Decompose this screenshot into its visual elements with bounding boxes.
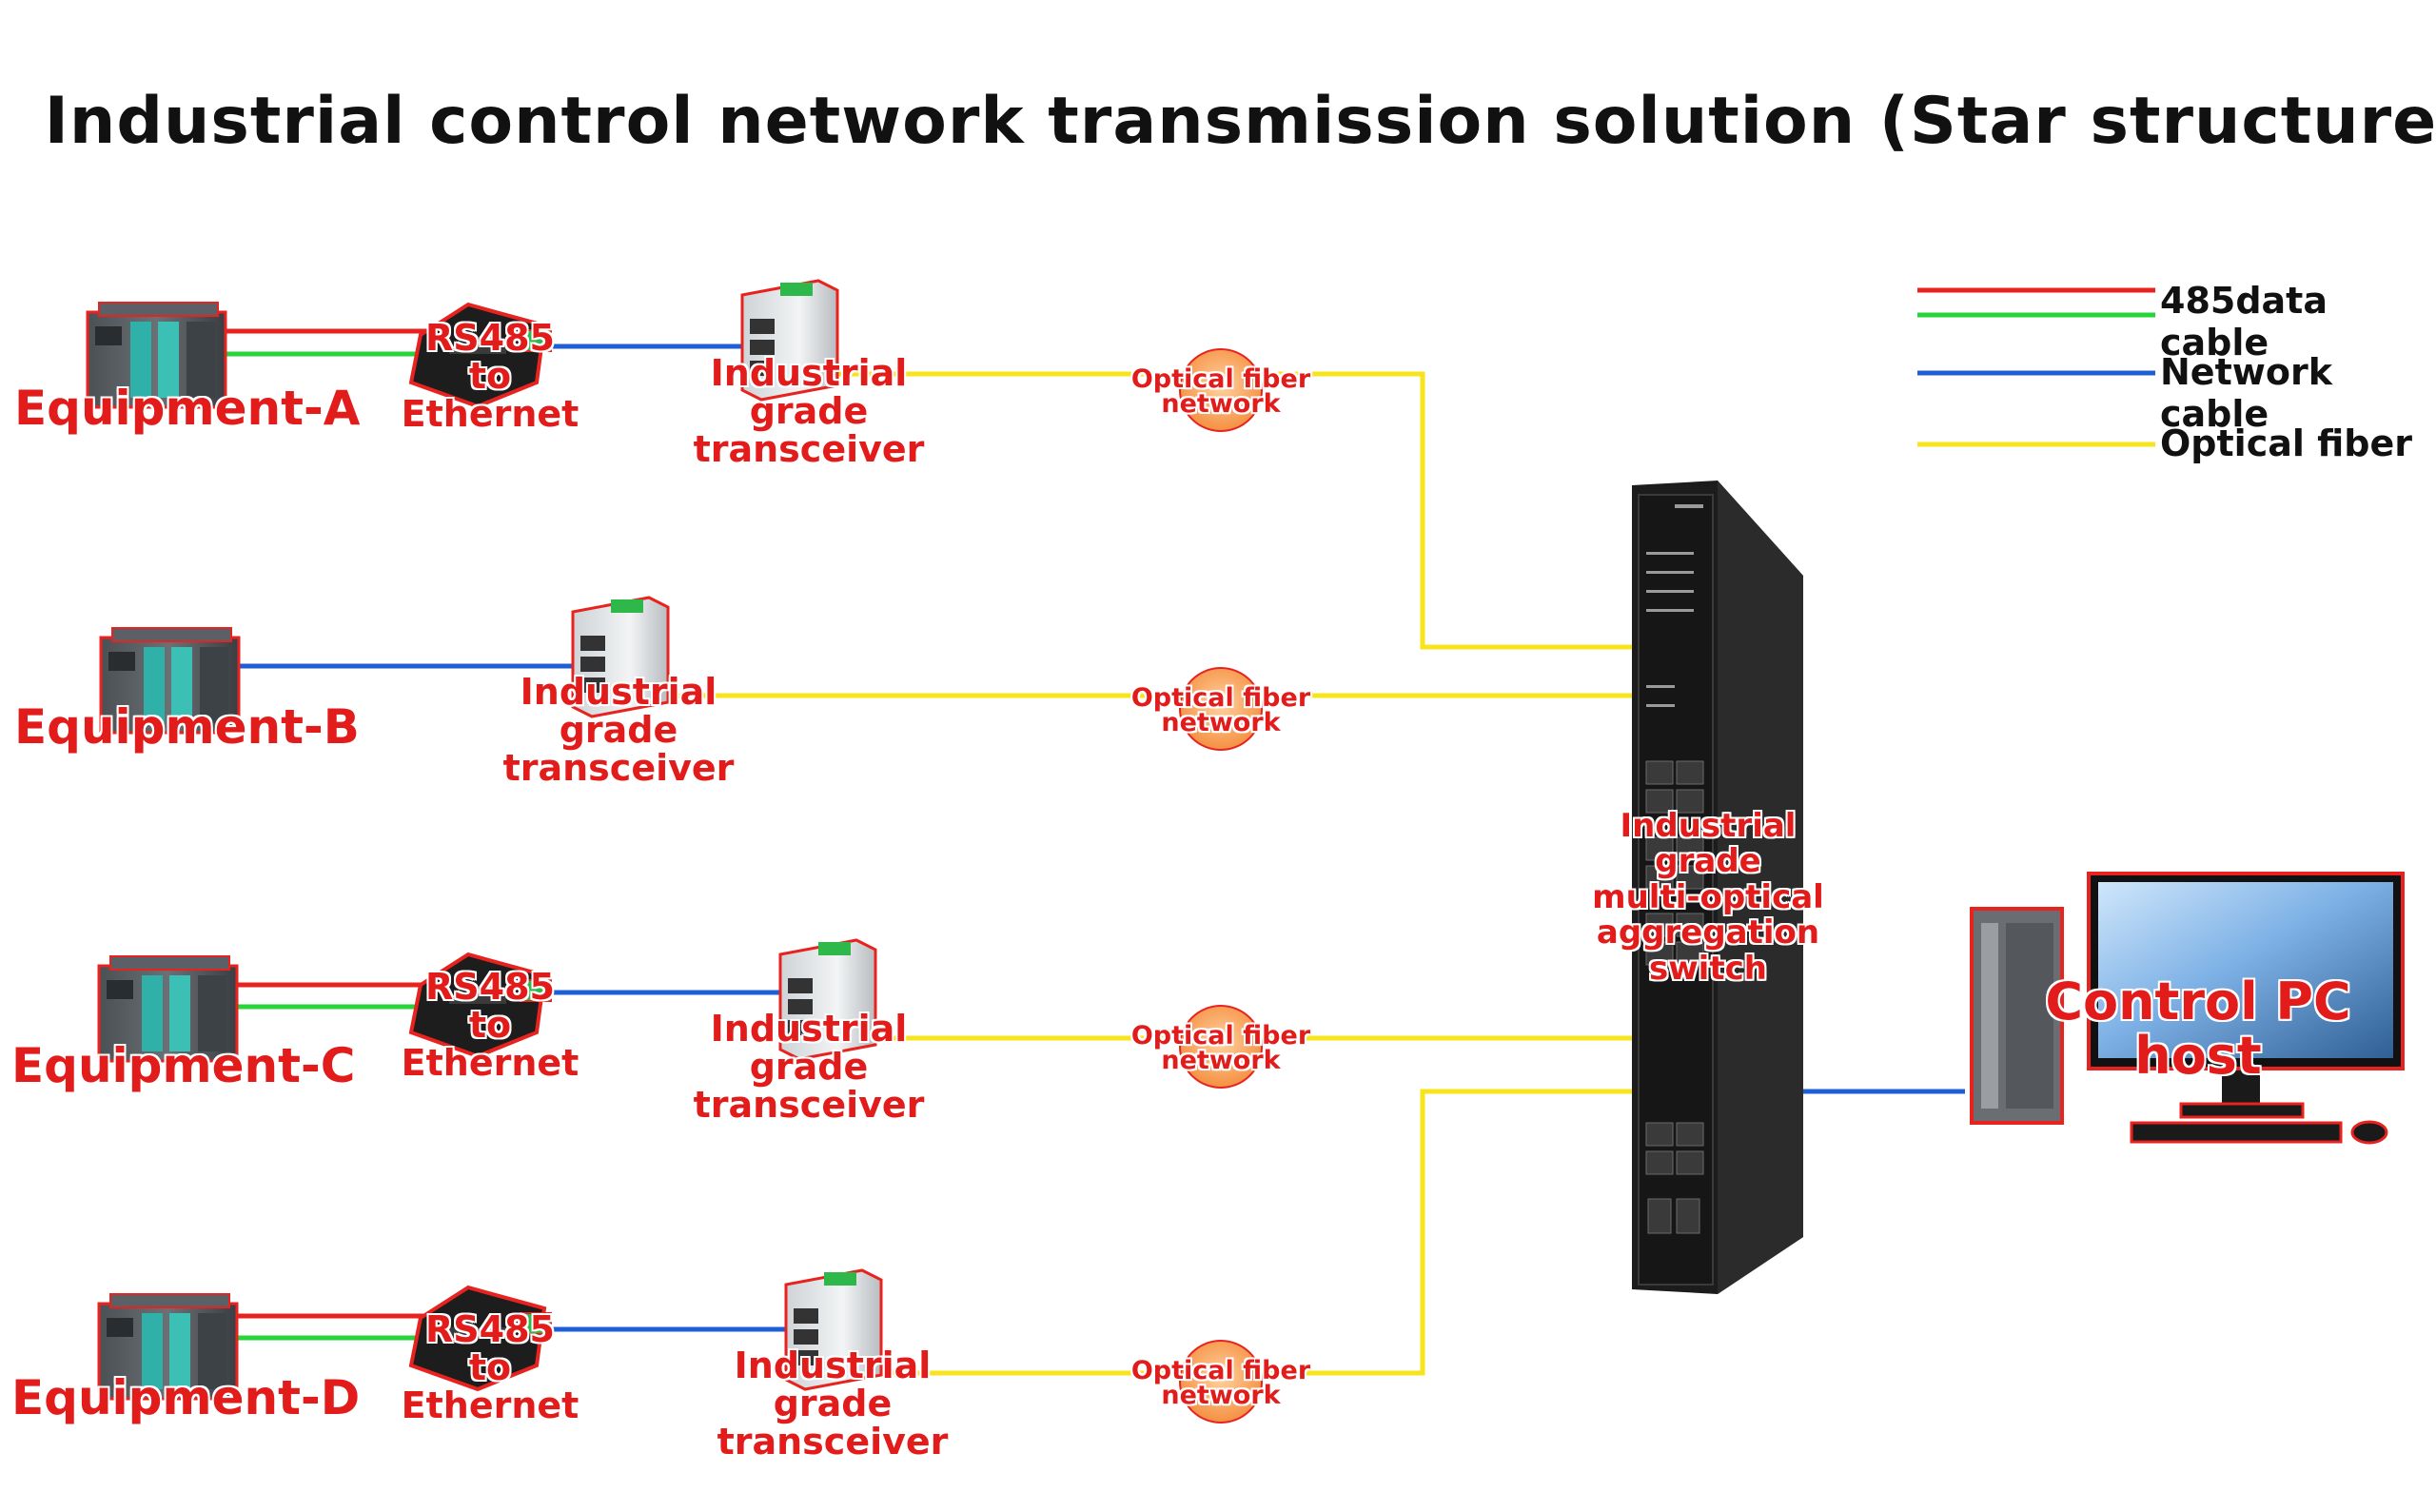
converter-a-line-1: RS485 — [425, 317, 555, 359]
converter-a-label: RS485 to Ethernet — [381, 317, 599, 435]
transceiver-icon-a — [740, 279, 839, 402]
transceiver-d-line-2: grade transceiver — [717, 1382, 949, 1463]
switch-label-line-4: aggregation switch — [1596, 913, 1820, 988]
plc-icon-a — [86, 302, 227, 409]
fiber-label-d-line-2: network — [1161, 1380, 1281, 1410]
transceiver-c-label: Industrial grade transceiver — [633, 1008, 985, 1126]
switch-label-line-3: multi-optical — [1592, 877, 1824, 916]
fiber-label-c: Optical fiber network — [1121, 1021, 1321, 1075]
fiber-cable-a — [837, 371, 1632, 650]
legend-lines — [1917, 287, 2155, 447]
transceiver-d-label: Industrial grade transceiver — [657, 1345, 1009, 1463]
transceiver-b-label: Industrial grade transceiver — [442, 671, 795, 789]
converter-a-line-2: to Ethernet — [401, 354, 580, 435]
converter-c-line-2: to Ethernet — [401, 1003, 580, 1084]
fiber-label-d-line-1: Optical fiber — [1130, 1356, 1311, 1385]
transceiver-b-line-1: Industrial — [520, 671, 717, 713]
cables-row-d — [238, 1089, 1632, 1376]
transceiver-icon-c — [778, 938, 877, 1061]
fiber-label-b-line-2: network — [1161, 707, 1281, 737]
equipment-a-label: Equipment-A — [14, 381, 361, 436]
rs485-converter-icon-c — [408, 952, 552, 1059]
transceiver-c-line-1: Industrial — [710, 1008, 908, 1050]
fiber-label-c-line-2: network — [1161, 1045, 1281, 1075]
fiber-label-c-line-1: Optical fiber — [1130, 1021, 1311, 1051]
transceiver-d-line-1: Industrial — [734, 1345, 932, 1386]
converter-d-line-2: to Ethernet — [401, 1345, 580, 1426]
cables-row-a — [224, 328, 1632, 650]
optical-fiber-node-a — [1179, 348, 1263, 432]
fiber-label-b-line-1: Optical fiber — [1130, 683, 1311, 713]
optical-fiber-node-c — [1179, 1005, 1263, 1089]
switch-label-line-2: grade — [1655, 842, 1761, 881]
converter-d-label: RS485 to Ethernet — [381, 1308, 599, 1426]
equipment-b-label: Equipment-B — [14, 699, 360, 755]
transceiver-a-line-1: Industrial — [710, 352, 908, 394]
equipment-c-label: Equipment-C — [11, 1038, 356, 1093]
equipment-d-label: Equipment-D — [11, 1370, 361, 1425]
fiber-label-b: Optical fiber network — [1121, 683, 1321, 737]
pc-host-icon — [1970, 872, 2405, 1145]
page-title: Industrial control network transmission … — [44, 84, 2436, 159]
fiber-label-a-line-1: Optical fiber — [1130, 364, 1311, 394]
legend-label-network: Network cable — [2160, 351, 2332, 435]
transceiver-icon-b — [571, 596, 670, 718]
pc-host-label: Control PC host — [2045, 972, 2351, 1086]
transceiver-icon-d — [784, 1268, 883, 1391]
legend-label-fiber: Optical fiber — [2160, 422, 2412, 464]
aggregation-switch-icon — [1632, 481, 1803, 1294]
switch-label-line-1: Industrial — [1620, 807, 1797, 845]
fiber-cable-d — [875, 1089, 1632, 1376]
transceiver-b-line-2: grade transceiver — [502, 708, 735, 789]
cables-row-b — [238, 663, 1632, 698]
plc-icon-d — [97, 1293, 239, 1401]
plc-icon-c — [97, 955, 239, 1063]
transceiver-a-label: Industrial grade transceiver — [633, 352, 985, 470]
fiber-label-a: Optical fiber network — [1121, 364, 1321, 419]
fiber-label-d: Optical fiber network — [1121, 1356, 1321, 1410]
fiber-label-a-line-2: network — [1161, 388, 1281, 419]
converter-c-label: RS485 to Ethernet — [381, 966, 599, 1084]
rs485-converter-icon-a — [408, 302, 552, 409]
transceiver-a-line-2: grade transceiver — [693, 389, 925, 470]
transceiver-c-line-2: grade transceiver — [693, 1045, 925, 1126]
plc-icon-b — [99, 627, 241, 735]
converter-d-line-1: RS485 — [425, 1308, 555, 1350]
converter-c-line-1: RS485 — [425, 966, 555, 1008]
switch-label: Industrial grade multi-optical aggregati… — [1542, 807, 1875, 988]
rs485-converter-icon-d — [408, 1285, 552, 1392]
optical-fiber-node-b — [1179, 667, 1263, 751]
optical-fiber-node-d — [1179, 1340, 1263, 1424]
legend-label-485: 485data cable — [2160, 280, 2328, 363]
